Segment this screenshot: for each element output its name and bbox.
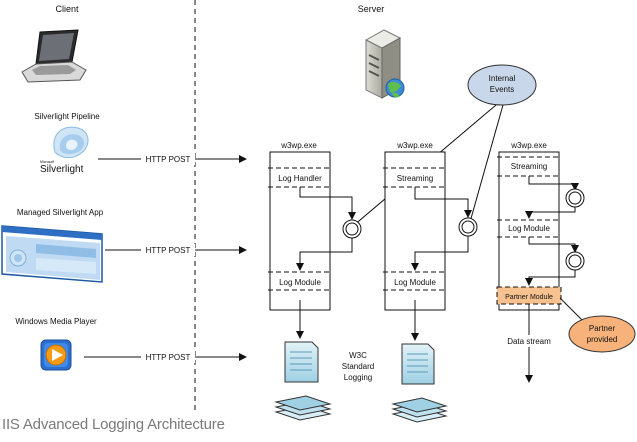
flow-3d xyxy=(525,270,576,286)
data-stream-label: Data stream xyxy=(507,337,551,346)
microsoft-wordmark: Microsoft xyxy=(40,160,54,164)
log-module-label-3: Log Module xyxy=(508,224,550,233)
http-post-label-1: HTTP POST xyxy=(146,155,191,164)
app-window-icon xyxy=(1,225,103,283)
http-post-label-3: HTTP POST xyxy=(146,353,191,362)
partner-module-label: Partner Module xyxy=(505,294,553,301)
http-post-arrow-2: HTTP POST xyxy=(105,244,247,256)
flow-1b xyxy=(296,238,353,271)
w3c-line2: Standard xyxy=(342,362,374,371)
flow-3a xyxy=(528,176,579,191)
w3wp-process-1 xyxy=(269,151,331,311)
wmp-label: Windows Media Player xyxy=(15,317,97,326)
document-stack-icon xyxy=(274,395,332,421)
laptop-icon xyxy=(21,29,87,83)
document-icon xyxy=(284,341,319,383)
media-player-icon xyxy=(40,339,72,371)
flow-3c xyxy=(528,237,579,253)
internal-events-callout: Internal Events xyxy=(467,64,537,106)
managed-app-label: Managed Silverlight App xyxy=(17,208,104,217)
silverlight-logo-icon xyxy=(53,126,89,159)
globe-icon xyxy=(385,78,405,98)
event-node-4 xyxy=(565,251,585,271)
w3c-line1: W3C xyxy=(349,351,367,360)
http-post-arrow-3: HTTP POST xyxy=(84,351,247,363)
client-heading: Client xyxy=(55,4,79,14)
internal-events-line2: Events xyxy=(490,85,514,94)
w3wp-title-1: w3wp.exe xyxy=(280,141,317,150)
silverlight-pipeline-label: Silverlight Pipeline xyxy=(34,112,100,121)
w3wp-title-3: w3wp.exe xyxy=(510,141,547,150)
streaming-label-1: Streaming xyxy=(397,174,433,183)
internal-events-line1: Internal xyxy=(489,74,516,83)
event-node-2 xyxy=(458,217,478,237)
flow-2b xyxy=(411,236,469,271)
event-connector-2 xyxy=(469,104,504,223)
partner-connector xyxy=(559,297,584,322)
partner-provided-line1: Partner xyxy=(589,324,616,333)
log-module-1: Log Module xyxy=(268,271,332,291)
streaming-label-2: Streaming xyxy=(511,162,547,171)
event-node-1 xyxy=(342,219,362,239)
flow-2a xyxy=(414,187,472,218)
server-heading: Server xyxy=(358,4,385,14)
document-icon xyxy=(401,343,435,385)
http-post-arrow-1: HTTP POST xyxy=(98,153,247,165)
http-post-label-2: HTTP POST xyxy=(146,246,191,255)
log-handler-label: Log Handler xyxy=(278,174,322,183)
w3wp-title-2: w3wp.exe xyxy=(396,141,433,150)
document-stack-icon xyxy=(391,397,448,423)
log-module-label-2: Log Module xyxy=(394,278,436,287)
silverlight-wordmark: Silverlight xyxy=(40,164,84,175)
partner-module: Partner Module xyxy=(496,286,562,305)
server-icon xyxy=(364,29,402,99)
partner-provided-callout: Partner provided xyxy=(568,315,636,353)
w3c-line3: Logging xyxy=(344,373,372,382)
partner-provided-line2: provided xyxy=(587,335,618,344)
flow-1a xyxy=(299,187,356,220)
flow-3b xyxy=(525,207,576,219)
log-module-2: Log Module xyxy=(383,271,447,291)
log-module-label-1: Log Module xyxy=(279,278,321,287)
diagram-caption: IIS Advanced Logging Architecture xyxy=(2,416,225,433)
event-node-3 xyxy=(565,188,585,208)
